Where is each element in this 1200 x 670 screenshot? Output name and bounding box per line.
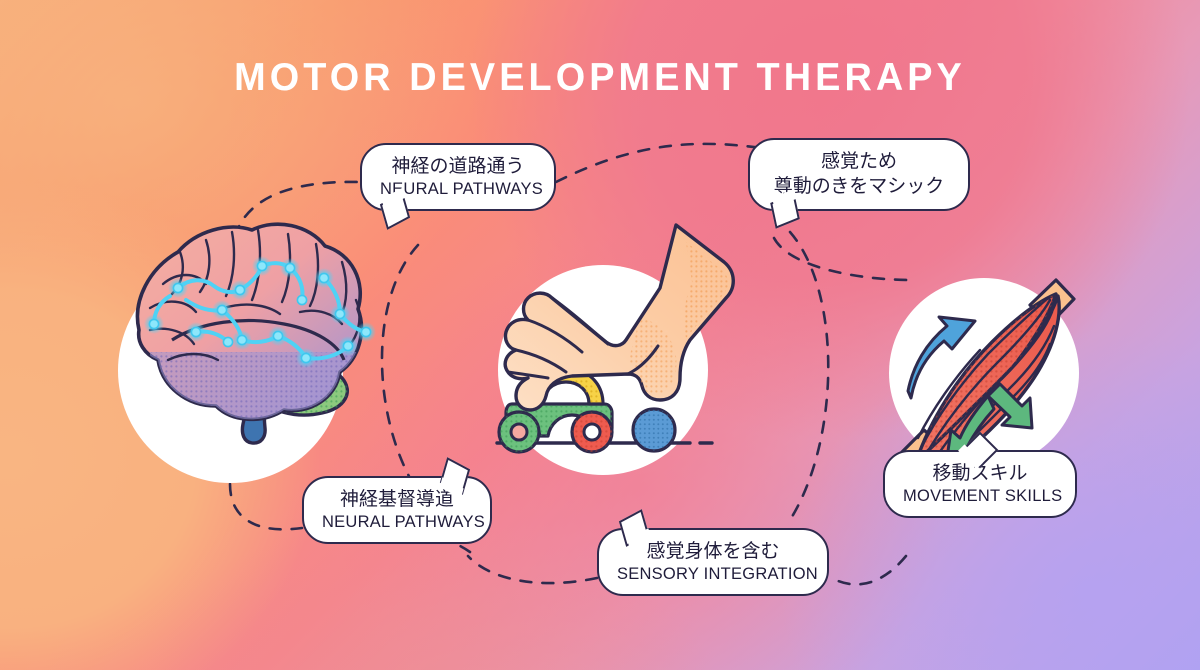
callout-sensory-magic-top[interactable]: 感覚ため 尊動のきをマシック (748, 138, 970, 229)
brain-neural-network (144, 256, 376, 368)
callout-jp-text-second: 尊動のきをマシック (773, 175, 945, 197)
connector-left-loop (380, 243, 420, 494)
connector-brain-to-neural-bottom (228, 482, 304, 531)
brain-illustration (135, 222, 376, 445)
callout-jp-text: 感覚ため (820, 150, 897, 172)
callout-jp-text: 移動スキル (932, 462, 1028, 484)
callout-en-text: NEURAL PATHWAYS (322, 513, 485, 531)
hand-thumb-crease (626, 344, 660, 376)
toy-car-wheel-left-hub (509, 422, 529, 442)
callout-jp-text: 感覚身体を含む (646, 540, 780, 562)
page-title: MOTOR DEVELOPMENT THERAPY (234, 56, 966, 99)
callout-en-text: NEURAL PATHWAYS (380, 180, 543, 198)
connector-sensory-to-muscle (772, 236, 914, 282)
callout-neural-pathways-bottom[interactable]: 神経基督導道 NEURAL PATHWAYS (302, 457, 492, 544)
callout-en-text: SENSORY INTEGRATION (617, 565, 818, 583)
connector-sensory-to-neural-bottom (466, 554, 599, 585)
connector-muscle-to-sensory (830, 554, 908, 586)
connector-brain-to-neural-top (230, 180, 362, 260)
connector-right-loop (788, 230, 830, 522)
muscle-arrow-blue (906, 315, 977, 400)
callout-sensory-integration[interactable]: 感覚身体を含む SENSORY INTEGRATION (597, 509, 829, 596)
toy-ball-texture (633, 409, 675, 451)
callout-movement-skills[interactable]: 移動スキル MOVEMENT SKILLS (883, 431, 1077, 518)
play-illustration (495, 223, 735, 454)
toy-car-arch-texture (572, 372, 602, 404)
hand-shading (628, 242, 728, 395)
connector-top-arc (554, 142, 764, 184)
brain-neuron-glows (144, 256, 376, 368)
brain-neuron-nodes (148, 260, 372, 364)
hand-finger-lines (506, 296, 610, 380)
callout-jp-text: 神経基督導道 (339, 488, 454, 510)
callout-en-text: MOVEMENT SKILLS (903, 487, 1063, 505)
callout-jp-text: 神経の道路通う (391, 155, 525, 177)
toy-car-wheel-right-hub (582, 422, 602, 442)
muscle-fibers (916, 296, 1056, 472)
callout-neural-pathways-top[interactable]: 神経の道路通う NEURAL PATHWAYS (360, 143, 556, 230)
